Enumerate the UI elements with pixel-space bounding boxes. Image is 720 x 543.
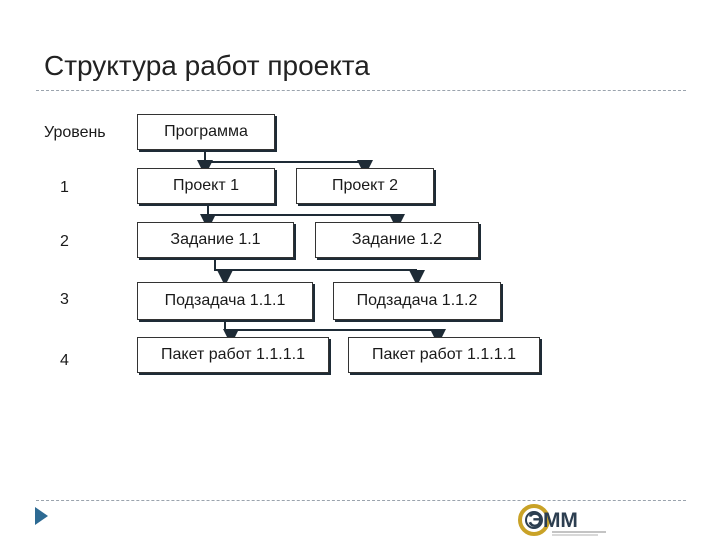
node-program: Программа	[137, 114, 275, 150]
level-3-label: 3	[60, 291, 69, 308]
level-4-label: 4	[60, 352, 69, 369]
next-slide-arrow-icon[interactable]	[35, 507, 48, 525]
node-package-2: Пакет работ 1.1.1.1	[348, 337, 540, 373]
node-task-1-2: Задание 1.2	[315, 222, 479, 258]
node-task-1-1: Задание 1.1	[137, 222, 294, 258]
node-project-1: Проект 1	[137, 168, 275, 204]
connector-subtask111-packages	[224, 320, 438, 331]
footer-divider	[36, 500, 686, 501]
title-divider	[36, 90, 686, 91]
connector-program-projects	[204, 151, 365, 163]
node-subtask-1-1-1: Подзадача 1.1.1	[137, 282, 313, 320]
node-subtask-1-1-2: Подзадача 1.1.2	[333, 282, 501, 320]
emm-logo-icon: ЭММ	[518, 504, 606, 536]
connector-project1-tasks	[207, 205, 397, 216]
slide-title: Структура работ проекта	[44, 50, 370, 81]
level-header: Уровень	[44, 124, 106, 141]
level-2-label: 2	[60, 233, 69, 250]
emm-logo: ЭММ	[518, 502, 608, 538]
connector-task11-subtasks	[214, 258, 417, 271]
node-package-1: Пакет работ 1.1.1.1	[137, 337, 329, 373]
node-project-2: Проект 2	[296, 168, 434, 204]
svg-text:ЭММ: ЭММ	[528, 509, 578, 532]
level-1-label: 1	[60, 179, 69, 196]
